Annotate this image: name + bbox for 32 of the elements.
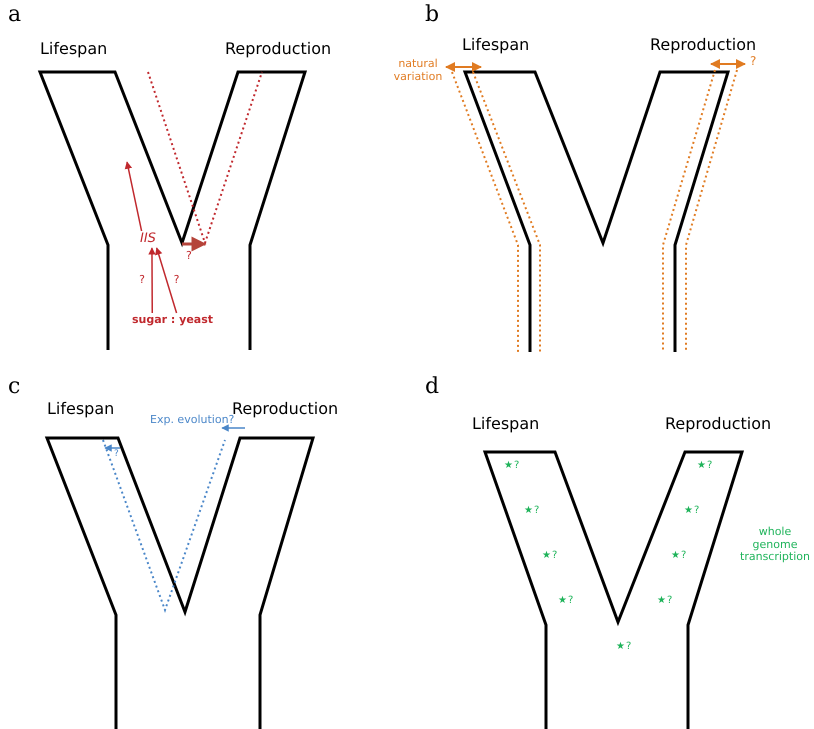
question-mark: ? <box>750 55 756 69</box>
arm-label: Lifespan <box>47 400 114 418</box>
question-mark: ? <box>114 449 119 460</box>
panel-letter: c <box>8 374 20 399</box>
star-mark: ★? <box>524 505 540 516</box>
arrow <box>155 247 178 314</box>
panel-letter: a <box>8 2 22 27</box>
arrow <box>124 161 142 232</box>
arm-label: Reproduction <box>665 415 772 434</box>
arm-label: Reproduction <box>232 400 338 418</box>
arm-label: Lifespan <box>462 36 530 54</box>
star-mark: ★? <box>671 550 688 562</box>
star-mark: ★? <box>657 595 674 606</box>
arm-label: Reproduction <box>225 40 332 58</box>
arm-label: Lifespan <box>472 415 540 434</box>
star-mark: ★? <box>616 641 632 652</box>
panel-letter: b <box>425 2 440 27</box>
star-mark: ★? <box>684 505 700 516</box>
annotation-text: natural variation <box>392 58 444 84</box>
signal-text: IIS <box>140 232 156 247</box>
annotation-text: whole genome transcription <box>739 526 811 564</box>
source-text: sugar : yeast <box>132 314 214 327</box>
arm-label: Lifespan <box>40 40 108 58</box>
arrow <box>148 247 156 313</box>
star-mark: ★? <box>542 550 558 562</box>
question-mark: ? <box>186 250 192 263</box>
star-mark: ★? <box>504 460 520 472</box>
panel-letter: d <box>425 374 440 399</box>
star-mark: ★? <box>558 595 574 606</box>
star-mark: ★? <box>697 460 714 472</box>
arm-label: Reproduction <box>650 36 756 54</box>
annotation-text: Exp. evolution? <box>150 414 234 427</box>
